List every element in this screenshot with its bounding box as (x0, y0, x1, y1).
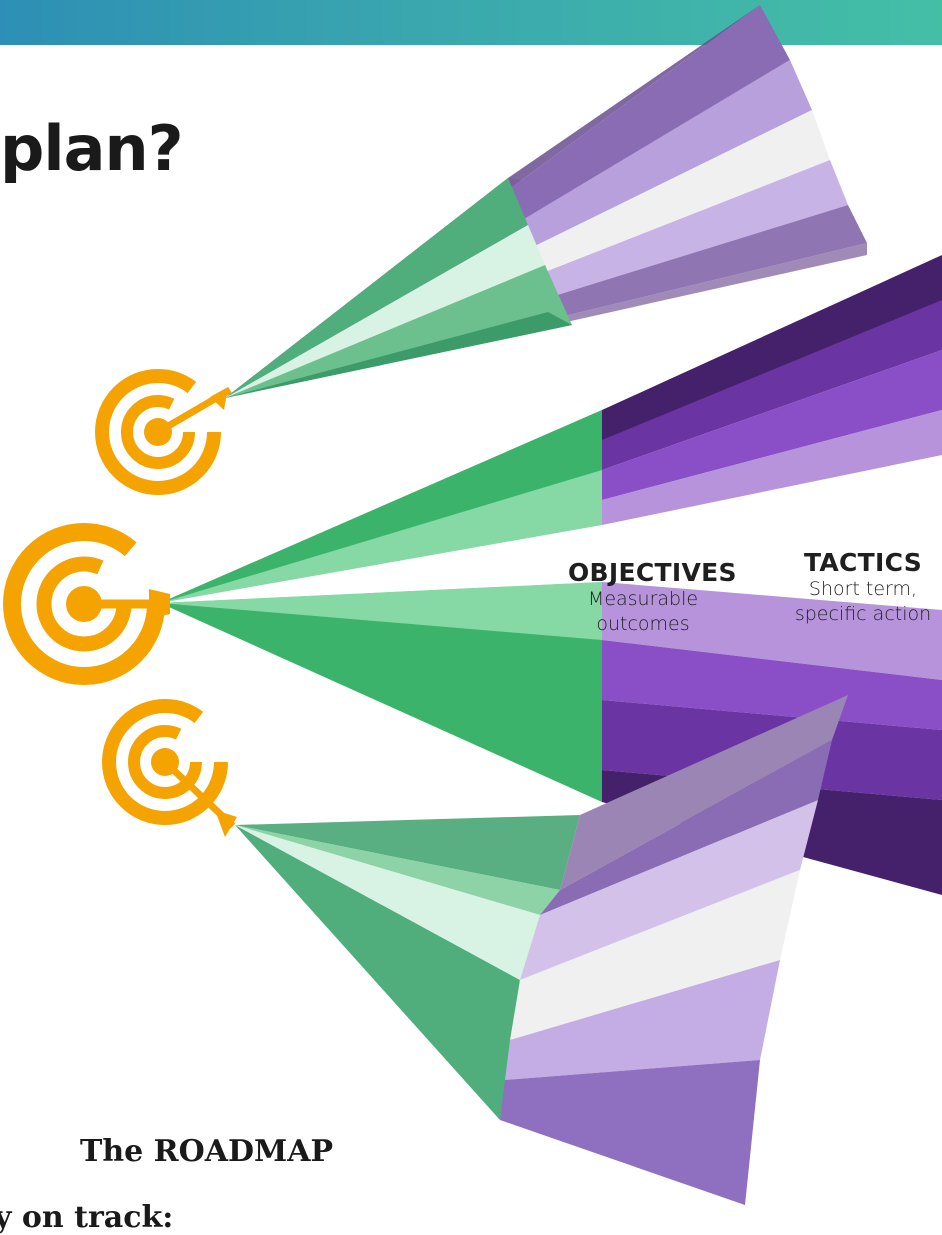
target-icon (3, 523, 170, 685)
objectives-desc-line1: Measurable (587, 588, 699, 610)
roadmap-label: The ROADMAP (80, 1134, 334, 1169)
objectives-title: OBJECTIVES (568, 558, 737, 587)
target-icon (95, 369, 232, 495)
objectives-desc-line2: outcomes (596, 612, 690, 635)
beam-top (225, 5, 867, 398)
bottom-text: y on track: (0, 1200, 174, 1235)
beam-bottom (235, 695, 848, 1205)
tactics-label: TACTICS Short term, specific action (748, 548, 942, 626)
tactics-desc-line2: specific action (794, 602, 932, 625)
slide-heading: plan? (0, 112, 184, 185)
tactics-title: TACTICS (803, 548, 923, 577)
header-band (0, 0, 942, 45)
target-icon (102, 699, 237, 837)
objectives-label: OBJECTIVES Measurable outcomes (568, 558, 737, 636)
tactics-desc-line1: Short term, (808, 578, 918, 600)
